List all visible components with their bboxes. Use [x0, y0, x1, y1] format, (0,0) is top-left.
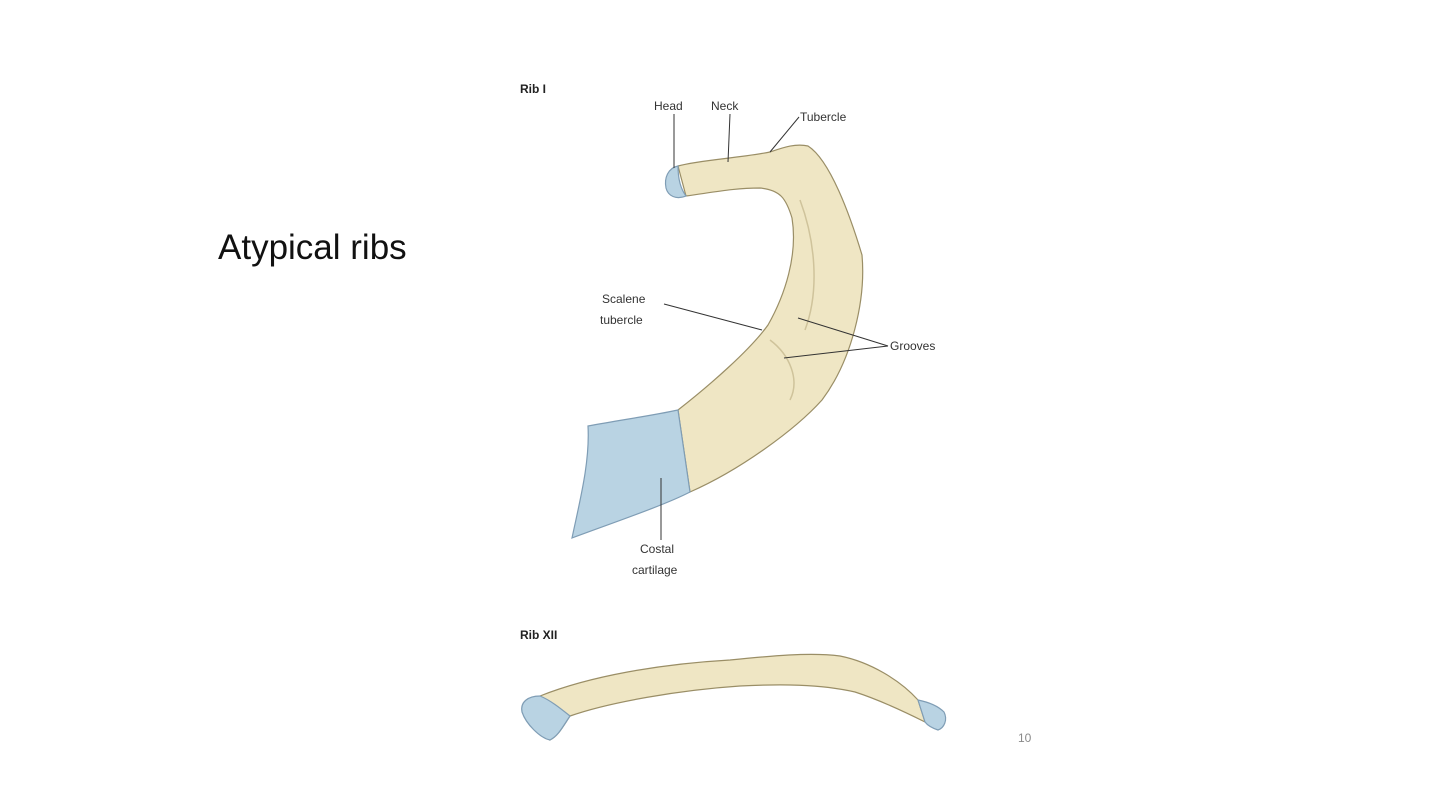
rib-12-heading: Rib XII [520, 628, 557, 642]
rib-12-bone [539, 653, 927, 741]
label-costal-2: cartilage [632, 563, 678, 577]
slide-title: Atypical ribs [218, 228, 407, 267]
leader-grooves-lower [783, 345, 889, 359]
label-head: Head [654, 99, 683, 113]
rib-1-bone [677, 144, 864, 493]
leader-neck [727, 113, 731, 163]
rib-1-heading: Rib I [520, 82, 546, 96]
page-number: 10 [1018, 731, 1032, 745]
leader-tubercle [769, 116, 800, 153]
label-grooves: Grooves [890, 339, 935, 353]
leader-scalene [663, 303, 763, 331]
label-neck: Neck [711, 99, 739, 113]
rib-12-head [521, 695, 571, 741]
rib-12-cartilage [917, 699, 947, 731]
leader-grooves-upper [797, 317, 889, 347]
label-scalene-2: tubercle [600, 313, 643, 327]
label-tubercle: Tubercle [800, 110, 847, 124]
rib-1-costal-cartilage [571, 409, 691, 539]
rib-1-head [664, 165, 687, 199]
label-scalene-1: Scalene [602, 292, 646, 306]
rib-1-shading [769, 199, 815, 401]
label-costal-1: Costal [640, 542, 674, 556]
